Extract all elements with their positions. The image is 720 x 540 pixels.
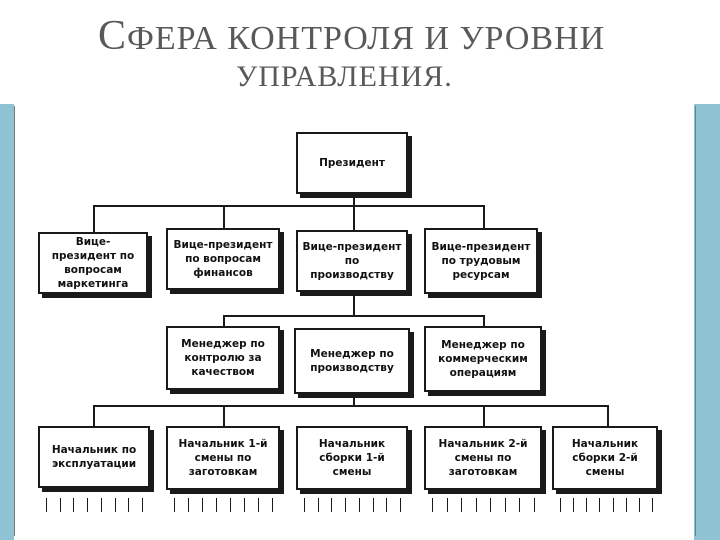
subordinate-tick: [560, 498, 561, 512]
connector: [483, 405, 485, 427]
subordinate-tick: [87, 498, 88, 512]
subordinate-tick: [461, 498, 462, 512]
subordinate-tick: [599, 498, 600, 512]
org-box-mgr-production: Менеджер по производству: [294, 328, 410, 394]
org-box-vp-hr: Вице-президент по трудовым ресурсам: [424, 228, 538, 294]
connector: [353, 205, 355, 230]
subordinate-tick: [613, 498, 614, 512]
org-box-president: Президент: [296, 132, 408, 194]
subordinate-tick: [318, 498, 319, 512]
connector: [93, 405, 609, 407]
connector: [93, 205, 95, 232]
subordinate-tick: [304, 498, 305, 512]
subordinate-tick: [230, 498, 231, 512]
subordinate-tick: [216, 498, 217, 512]
slide-title-line-1: СФЕРА КОНТРОЛЯ И УРОВНИ: [0, 12, 720, 60]
subordinate-tick: [258, 498, 259, 512]
subordinate-tick: [373, 498, 374, 512]
subordinate-tick: [101, 498, 102, 512]
subordinate-tick: [476, 498, 477, 512]
subordinate-tick: [359, 498, 360, 512]
title-initial: С: [98, 13, 128, 59]
subordinate-tick: [652, 498, 653, 512]
connector: [353, 394, 355, 406]
connector: [93, 405, 95, 427]
title-line-1-text: ФЕРА КОНТРОЛЯ И УРОВНИ: [127, 20, 606, 57]
subordinate-tick: [60, 498, 61, 512]
subordinate-tick: [128, 498, 129, 512]
org-box-vp-finance: Вице-президент по вопросам финансов: [166, 228, 280, 290]
subordinate-tick: [142, 498, 143, 512]
subordinate-tick: [331, 498, 332, 512]
subordinate-tick: [386, 498, 387, 512]
connector: [353, 194, 355, 206]
subordinate-tick: [447, 498, 448, 512]
subordinate-tick: [639, 498, 640, 512]
org-box-chief-assembly-shift1: Начальник сборки 1-й смены: [296, 426, 408, 490]
connector: [483, 205, 485, 228]
subordinate-tick: [490, 498, 491, 512]
subordinate-tick: [573, 498, 574, 512]
connector: [483, 315, 485, 327]
subordinate-tick: [586, 498, 587, 512]
subordinate-tick: [115, 498, 116, 512]
subordinate-tick: [174, 498, 175, 512]
org-box-mgr-quality: Менеджер по контролю за качеством: [166, 326, 280, 390]
org-box-vp-production: Вице-президент по производству: [296, 230, 408, 292]
connector: [223, 205, 225, 228]
subordinate-tick: [202, 498, 203, 512]
connector: [607, 405, 609, 427]
org-box-chief-shift1-blanks: Начальник 1-й смены по заготовкам: [166, 426, 280, 490]
subordinate-tick: [432, 498, 433, 512]
connector: [223, 315, 225, 327]
org-box-chief-operations: Начальник по эксплуатации: [38, 426, 150, 488]
title-panel: СФЕРА КОНТРОЛЯ И УРОВНИ УПРАВЛЕНИЯ.: [0, 0, 720, 104]
subordinate-tick: [626, 498, 627, 512]
subordinate-tick: [345, 498, 346, 512]
subordinate-tick: [505, 498, 506, 512]
org-box-vp-marketing: Вице-президент по вопросам маркетинга: [38, 232, 148, 294]
org-box-chief-shift2-blanks: Начальник 2-й смены по заготовкам: [424, 426, 542, 490]
connector: [223, 315, 485, 317]
subordinate-tick: [244, 498, 245, 512]
connector: [93, 205, 485, 207]
connector: [353, 292, 355, 316]
subordinate-tick: [73, 498, 74, 512]
org-box-mgr-commercial: Менеджер по коммерческим операциям: [424, 326, 542, 392]
org-box-chief-assembly-shift2: Начальник сборки 2-й смены: [552, 426, 658, 490]
connector: [223, 405, 225, 427]
slide-title-line-2: УПРАВЛЕНИЯ.: [236, 60, 453, 93]
subordinate-tick: [519, 498, 520, 512]
subordinate-tick: [46, 498, 47, 512]
subordinate-tick: [534, 498, 535, 512]
subordinate-tick: [400, 498, 401, 512]
subordinate-tick: [272, 498, 273, 512]
subordinate-tick: [188, 498, 189, 512]
